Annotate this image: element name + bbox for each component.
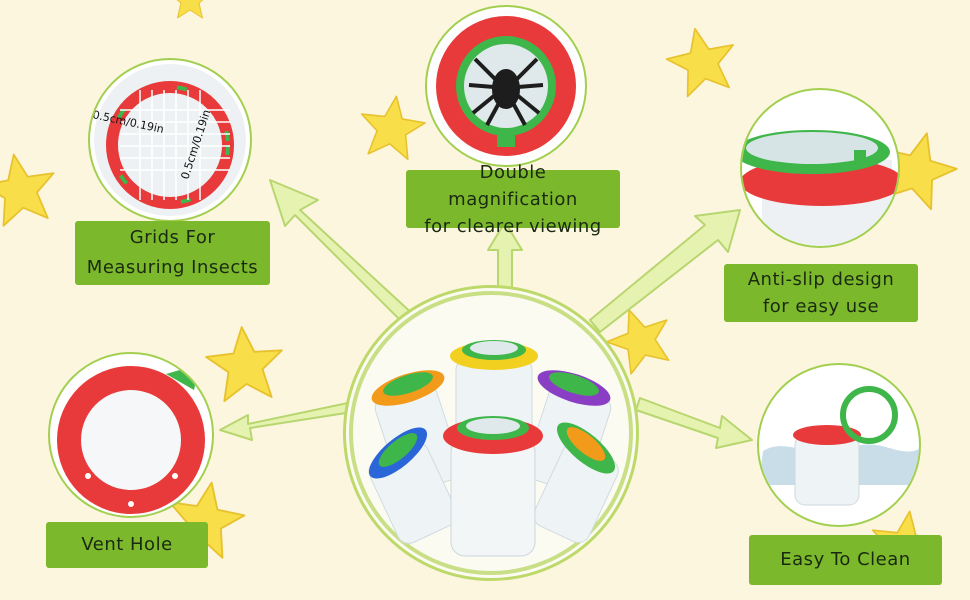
anti-slip-label: Anti-slip design for easy use: [724, 264, 918, 322]
easy-clean-label: Easy To Clean: [749, 535, 942, 585]
star-icon: [169, 0, 211, 19]
spider-icon: [468, 57, 544, 126]
anti-slip-label-line-1: Anti-slip design: [747, 269, 895, 290]
arrows: [219, 179, 753, 449]
star-icon: [0, 147, 62, 230]
star-icon: [660, 20, 743, 100]
magnification-label-line-2: for clearer viewing: [424, 215, 602, 237]
magnification-label: Double magnification for clearer viewing: [406, 162, 620, 237]
arrow-left: [219, 399, 366, 441]
vent-hole-icon: [172, 473, 178, 479]
magnification-label-line-1: Double magnification: [448, 161, 578, 210]
grids-label: Grids For Measuring Insects: [75, 221, 270, 285]
vent-hole-label: Vent Hole: [46, 522, 208, 568]
arrow-right: [635, 397, 753, 449]
product-illustration: [349, 291, 633, 575]
star-icon: [202, 322, 287, 404]
grids-label-line-1: Grids For: [129, 227, 216, 248]
center-product-image: [343, 285, 639, 581]
anti-slip-lid-illustration: [742, 92, 898, 246]
vent-hole-label-text: Vent Hole: [81, 534, 173, 555]
vent-hole-icon: [128, 501, 134, 507]
anti-slip-detail-image: [740, 88, 900, 248]
arrow-up-right: [589, 209, 741, 333]
vent-hole-icon: [85, 473, 91, 479]
vent-hole-detail-image: [48, 352, 214, 518]
clean-cup-illustration: [759, 367, 919, 523]
easy-clean-label-text: Easy To Clean: [780, 549, 911, 570]
grids-detail-image: 0.5cm/0.19in 0.5cm/0.19in: [88, 58, 252, 222]
vent-lid-illustration: [52, 356, 210, 514]
star-icon: [355, 91, 429, 162]
magnification-detail-image: [425, 5, 587, 167]
grids-label-line-2: Measuring Insects: [86, 257, 259, 278]
anti-slip-label-line-2: for easy use: [762, 296, 880, 317]
easy-clean-detail-image: [757, 363, 921, 527]
grid-lid-illustration: 0.5cm/0.19in 0.5cm/0.19in: [91, 64, 246, 216]
spider-lid-illustration: [430, 10, 582, 162]
